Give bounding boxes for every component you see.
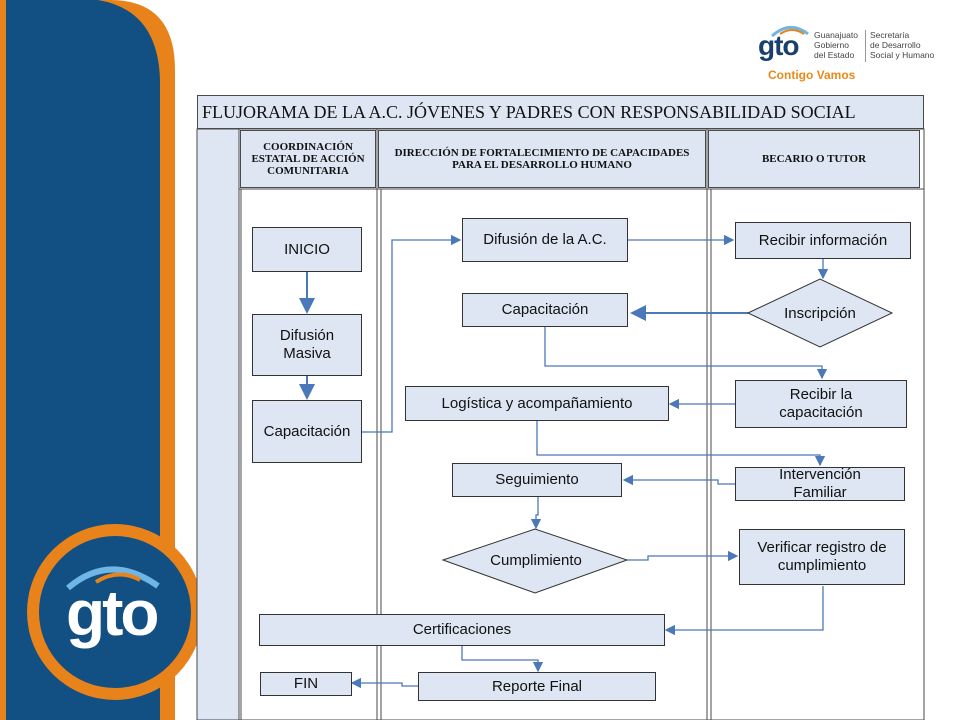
gto-circle-inner (39, 536, 191, 688)
node-inscripcion-label: Inscripción (784, 304, 856, 322)
node-verificar-registro: Verificar registro de cumplimiento (739, 529, 905, 585)
node-difusion-ac: Difusión de la A.C. (462, 218, 628, 262)
logo-gobierno-text: Guanajuato Gobierno del Estado (814, 30, 858, 60)
node-seguimiento: Seguimiento (452, 463, 622, 497)
node-difusion-masiva: Difusión Masiva (252, 314, 362, 376)
diagram-title: FLUJORAMA DE LA A.C. JÓVENES Y PADRES CO… (197, 95, 924, 129)
lane-header-coordinacion: COORDINACIÓN ESTATAL DE ACCIÓN COMUNITAR… (240, 130, 376, 188)
diamond-inscripcion (746, 278, 894, 348)
node-logistica: Logística y acompañamiento (405, 386, 669, 421)
node-reporte-final: Reporte Final (418, 672, 656, 701)
node-intervencion-familiar: Intervención Familiar (735, 466, 905, 501)
logo-secretaria-text: Secretaría de Desarrollo Social y Humano (870, 30, 935, 60)
logo-gto-text: gto (758, 30, 800, 61)
node-capacitacion-direccion: Capacitación (462, 293, 628, 327)
logo-slogan: Contigo Vamos (768, 68, 856, 82)
node-certificaciones: Certificaciones (259, 614, 665, 646)
diamond-cumplimiento (441, 528, 629, 594)
logo-swoosh-icon (771, 26, 809, 38)
lane-header-direccion: DIRECCIÓN DE FORTALECIMIENTO DE CAPACIDA… (378, 130, 706, 188)
logo-divider (865, 30, 866, 62)
node-fin: FIN (260, 672, 352, 696)
node-capacitacion-coordinacion: Capacitación (252, 400, 362, 463)
node-cumplimiento-label: Cumplimiento (490, 551, 582, 569)
lane-header-becario: BECARIO O TUTOR (708, 130, 920, 188)
node-recibir-capacitacion: Recibir la capacitación (735, 380, 907, 428)
node-inicio: INICIO (252, 227, 362, 272)
gto-big-logo-text: gto (66, 577, 159, 649)
node-recibir-informacion: Recibir información (735, 222, 911, 259)
